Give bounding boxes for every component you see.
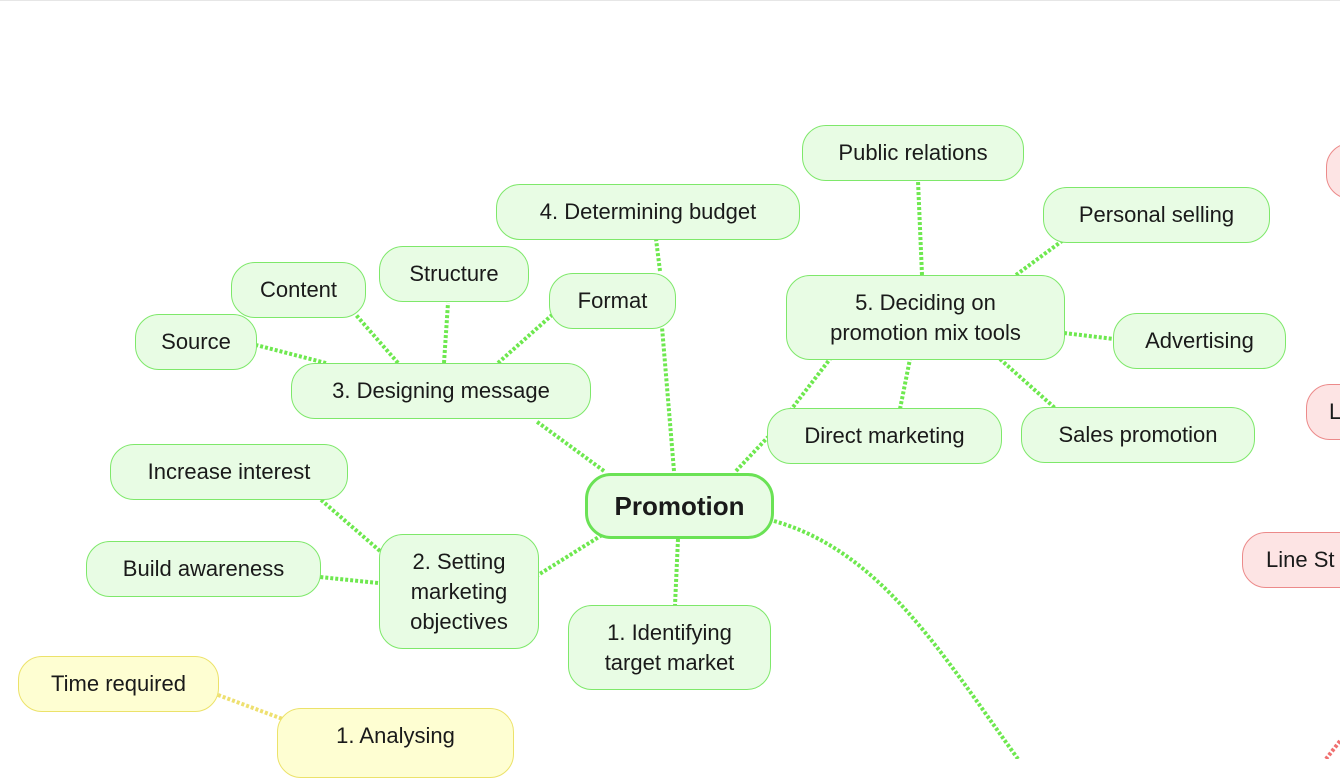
link-root-message (534, 419, 606, 473)
connector-lines (217, 180, 1340, 759)
node-content[interactable]: Content (231, 262, 366, 318)
node-setting-marketing-objectives[interactable]: 2. Setting marketing objectives (379, 534, 539, 649)
link-mix-sales (998, 357, 1058, 411)
link-mix-personal (1014, 239, 1064, 277)
link-message-source (255, 343, 327, 365)
link-root-format (660, 326, 676, 472)
link-red-corner (1324, 739, 1340, 759)
link-message-format (496, 313, 554, 365)
node-sales-promotion[interactable]: Sales promotion (1021, 407, 1255, 463)
node-build-awareness[interactable]: Build awareness (86, 541, 321, 597)
link-root-objectives (536, 533, 604, 577)
link-root-identifying (673, 538, 680, 606)
node-designing-message[interactable]: 3. Designing message (291, 363, 591, 419)
node-source[interactable]: Source (135, 314, 257, 370)
link-objectives-interest (318, 497, 382, 553)
link-time-analysing (217, 693, 289, 723)
node-analysing-label: 1. Analysing (336, 723, 455, 748)
node-increase-interest[interactable]: Increase interest (110, 444, 348, 500)
node-red-line-st[interactable]: Line St (1242, 532, 1340, 588)
link-objectives-awareness (319, 575, 379, 585)
node-deciding-promotion-mix[interactable]: 5. Deciding on promotion mix tools (786, 275, 1065, 360)
node-public-relations[interactable]: Public relations (802, 125, 1024, 181)
link-message-content (354, 313, 400, 365)
link-root-bottom (773, 519, 1020, 759)
node-identifying-target-market[interactable]: 1. Identifying target market (568, 605, 771, 690)
node-red-line-l[interactable]: L (1306, 384, 1340, 440)
node-advertising[interactable]: Advertising (1113, 313, 1286, 369)
node-direct-marketing[interactable]: Direct marketing (767, 408, 1002, 464)
link-mix-advertising (1063, 331, 1115, 341)
link-direct-mix (788, 357, 832, 413)
node-structure[interactable]: Structure (379, 246, 529, 302)
node-analysing[interactable]: 1. Analysing (277, 708, 514, 778)
link-format-budget (654, 238, 662, 272)
link-root-direct (734, 435, 770, 473)
link-mix-pr (916, 180, 924, 276)
link-message-structure (442, 302, 450, 364)
node-format[interactable]: Format (549, 273, 676, 329)
node-determining-budget[interactable]: 4. Determining budget (496, 184, 800, 240)
node-personal-selling[interactable]: Personal selling (1043, 187, 1270, 243)
root-node-promotion[interactable]: Promotion (585, 473, 774, 539)
link-mix-dm2 (898, 358, 912, 410)
node-time-required[interactable]: Time required (18, 656, 219, 712)
